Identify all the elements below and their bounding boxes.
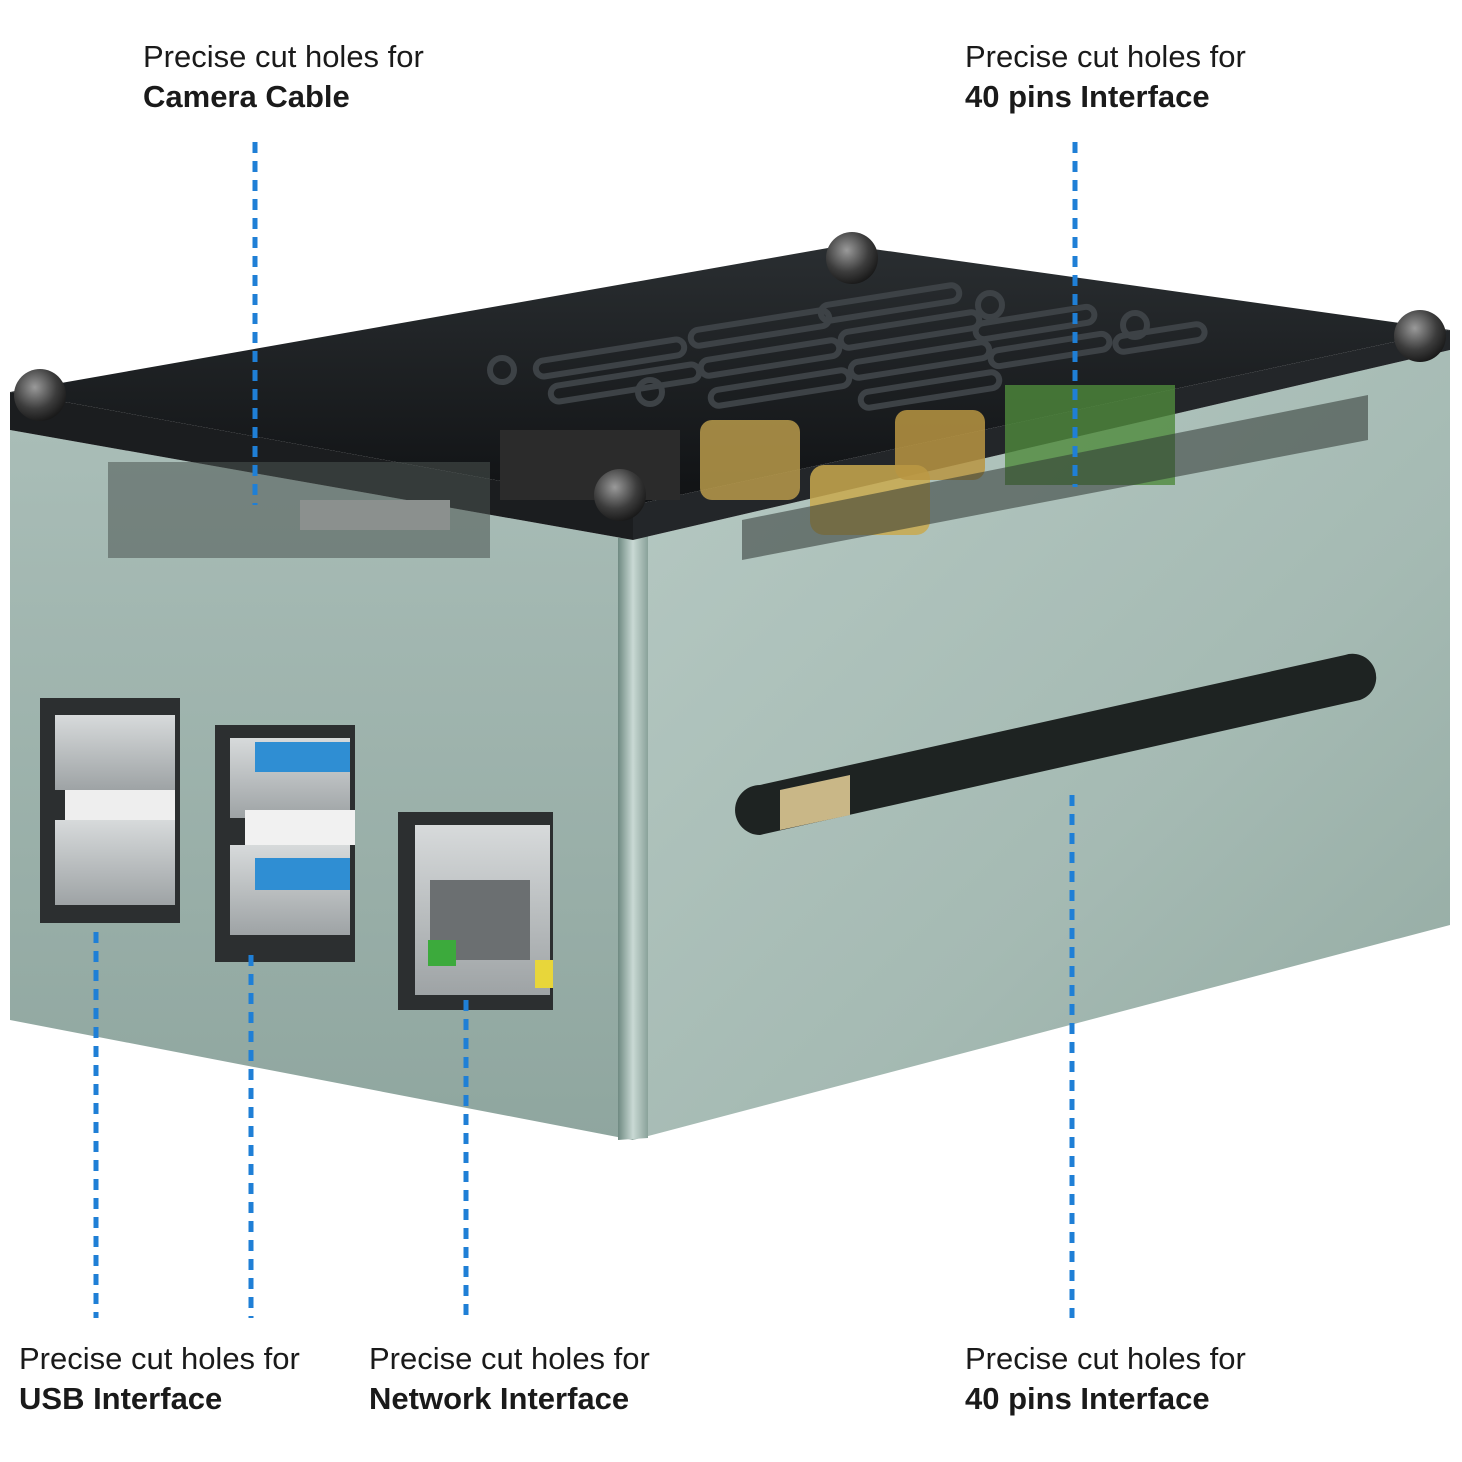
callout-usb-feature: USB Interface bbox=[19, 1381, 223, 1416]
usb3-port bbox=[215, 725, 355, 962]
case-corner-edge bbox=[618, 536, 648, 1140]
callout-leader-lines bbox=[93, 142, 1078, 1318]
callout-gpio-top-feature: 40 pins Interface bbox=[965, 79, 1210, 114]
callout-camera-feature: Camera Cable bbox=[143, 79, 350, 114]
callout-gpio-top: Precise cut holes for 40 pins Interface bbox=[965, 37, 1246, 117]
lid-vent-slots bbox=[487, 282, 1208, 411]
callout-usb-prefix: Precise cut holes for bbox=[19, 1341, 300, 1376]
callout-network: Precise cut holes for Network Interface bbox=[369, 1339, 650, 1419]
sd-card-slot bbox=[735, 653, 1377, 835]
lid-screws bbox=[14, 232, 1446, 521]
screw-front-left bbox=[14, 369, 66, 421]
callout-gpio-top-prefix: Precise cut holes for bbox=[965, 39, 1246, 74]
usb2-port bbox=[40, 698, 180, 923]
callout-camera-prefix: Precise cut holes for bbox=[143, 39, 424, 74]
screw-front-corner bbox=[594, 469, 646, 521]
case-body bbox=[10, 232, 1450, 1140]
callout-gpio-bottom-prefix: Precise cut holes for bbox=[965, 1341, 1246, 1376]
callout-network-feature: Network Interface bbox=[369, 1381, 630, 1416]
camera-cable-cutout bbox=[108, 462, 490, 558]
callout-network-prefix: Precise cut holes for bbox=[369, 1341, 650, 1376]
callout-gpio-bottom: Precise cut holes for 40 pins Interface bbox=[965, 1339, 1246, 1419]
gpio-top-cutout bbox=[742, 395, 1368, 560]
callout-usb: Precise cut holes for USB Interface bbox=[19, 1339, 300, 1419]
screw-back bbox=[826, 232, 878, 284]
callout-gpio-bottom-feature: 40 pins Interface bbox=[965, 1381, 1210, 1416]
callout-camera-cable: Precise cut holes for Camera Cable bbox=[143, 37, 424, 117]
screw-right bbox=[1394, 310, 1446, 362]
ethernet-port bbox=[398, 812, 553, 1010]
